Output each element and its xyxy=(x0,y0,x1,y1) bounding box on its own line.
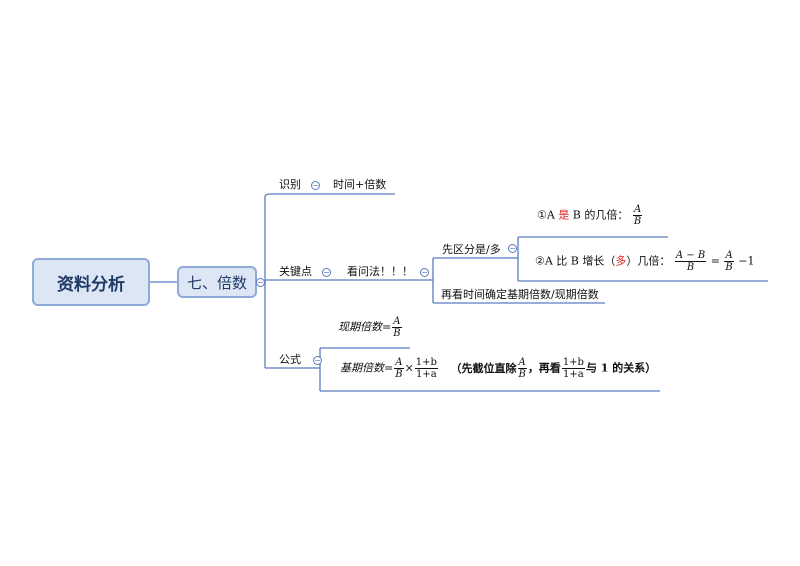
collapse-minus-icon[interactable]: − xyxy=(508,244,517,253)
item2-f2-num: A xyxy=(724,250,734,262)
item2-eq: = xyxy=(707,254,724,268)
item1-formula[interactable]: ①A 是 B 的几倍： A B xyxy=(537,204,643,227)
formula-base-f2-num: 1+b xyxy=(414,357,438,369)
sub1-label[interactable]: 先区分是/多 xyxy=(442,243,501,256)
formula-base-note-c: 与 1 的关系） xyxy=(585,361,657,375)
collapse-minus-icon[interactable]: − xyxy=(420,268,429,277)
main-topic-node[interactable]: 七、倍数 xyxy=(177,266,257,298)
key-child-label[interactable]: 看问法！！！ xyxy=(347,265,413,278)
formula-base-note-f1: A B xyxy=(517,357,527,380)
formula-base-f1: A B xyxy=(394,357,404,380)
root-label: 资料分析 xyxy=(57,274,125,295)
collapse-minus-icon[interactable]: − xyxy=(313,356,322,365)
collapse-minus-icon[interactable]: − xyxy=(256,278,265,287)
item1-prefix: ①A xyxy=(537,208,559,222)
connector-identify xyxy=(264,193,395,198)
formula-base-note-f1-den: B xyxy=(518,369,526,380)
sub2-label[interactable]: 再看时间确定基期倍数/现期倍数 xyxy=(441,288,599,301)
item2-tail: −1 xyxy=(734,254,755,268)
item2-formula[interactable]: ②A 比 B 增长（多）几倍： A − B B = A B −1 xyxy=(535,250,755,273)
main-topic-label: 七、倍数 xyxy=(186,273,247,292)
formula-base-note-f1-num: A xyxy=(517,357,527,369)
formula-base-f1-den: B xyxy=(395,369,403,380)
item1-rest: B 的几倍： xyxy=(569,208,629,222)
formula-base-prefix: 基期倍数= xyxy=(340,361,394,375)
item1-frac-num: A xyxy=(632,204,643,216)
root-node[interactable]: 资料分析 xyxy=(32,258,150,306)
item2-fraction-1: A − B B xyxy=(674,250,707,273)
item1-fraction: A B xyxy=(632,204,643,227)
collapse-minus-icon[interactable]: − xyxy=(311,181,320,190)
identify-child-label[interactable]: 时间+倍数 xyxy=(333,178,387,191)
item1-frac-den: B xyxy=(633,216,642,227)
formula-base-note-b: ，再看 xyxy=(527,361,561,375)
formula-base-note-a: （先截位直除 xyxy=(450,361,517,375)
formula-base-note-f2: 1+b 1+a xyxy=(561,357,585,380)
item1-highlight: 是 xyxy=(558,208,570,222)
formula-base-f2: 1+b 1+a xyxy=(414,357,438,380)
item2-f2-den: B xyxy=(725,262,733,273)
item2-highlight: 多 xyxy=(615,254,627,268)
item2-rest: ）几倍： xyxy=(626,254,671,268)
formula-current-prefix: 现期倍数= xyxy=(338,320,392,334)
formula-base[interactable]: 基期倍数= A B × 1+b 1+a （先截位直除 A B ，再看 1+b 1… xyxy=(340,357,656,380)
branch-identify-label[interactable]: 识别 xyxy=(279,178,301,191)
branch-key-label[interactable]: 关键点 xyxy=(279,265,312,278)
formula-current-num: A xyxy=(392,316,402,328)
item2-fraction-2: A B xyxy=(724,250,734,273)
formula-base-f2-den: 1+a xyxy=(416,369,437,380)
item2-prefix: ②A 比 B 增长（ xyxy=(535,254,616,268)
item2-f1-num: A − B xyxy=(674,250,707,262)
item2-f1-den: B xyxy=(686,262,695,273)
formula-base-note-f2-num: 1+b xyxy=(561,357,585,369)
collapse-minus-icon[interactable]: − xyxy=(322,268,331,277)
formula-current-fraction: A B xyxy=(392,316,402,339)
formula-base-note-f2-den: 1+a xyxy=(563,369,584,380)
formula-current-den: B xyxy=(393,328,401,339)
formula-current[interactable]: 现期倍数= A B xyxy=(338,316,403,339)
formula-base-times: × xyxy=(404,361,414,375)
formula-base-f1-num: A xyxy=(394,357,404,369)
branch-formula-label[interactable]: 公式 xyxy=(279,353,301,366)
